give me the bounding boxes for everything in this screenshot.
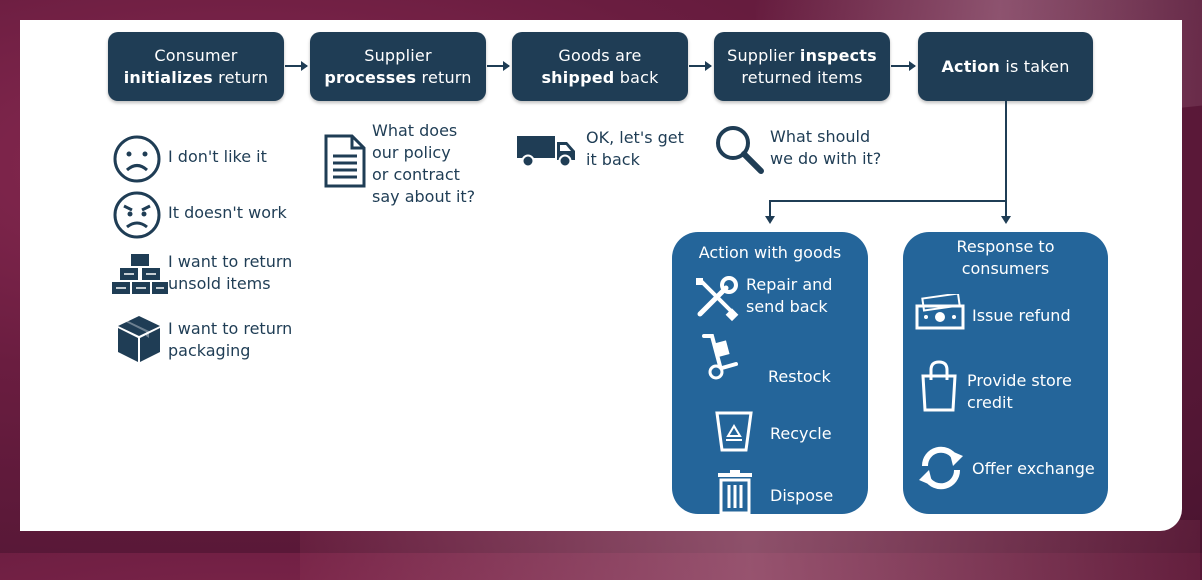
- reason-line: packaging: [168, 341, 251, 360]
- angry-face-icon: [113, 191, 161, 239]
- goods-repair: Repair and send back: [746, 274, 832, 318]
- reason-doesnt-work: It doesn't work: [168, 203, 287, 222]
- flow-arrow: [891, 61, 916, 71]
- document-icon: [324, 134, 366, 188]
- step-label-bold: processes: [324, 67, 417, 87]
- panel-title: Response to consumers: [903, 236, 1108, 280]
- reason-dont-like: I don't like it: [168, 147, 267, 166]
- step-supplier-processes: Supplier processes return: [310, 32, 486, 101]
- policy-line: say about it?: [372, 187, 476, 206]
- stacked-boxes-icon: [112, 254, 168, 294]
- panel-title-line: consumers: [961, 259, 1050, 278]
- goods-recycle: Recycle: [770, 424, 832, 443]
- consumer-issue-refund: Issue refund: [972, 306, 1071, 325]
- truck-icon: [517, 136, 575, 168]
- step-label: returned items: [741, 67, 863, 87]
- step-supplier-inspects: Supplier inspects returned items: [714, 32, 890, 101]
- consumer-line: Provide store: [967, 371, 1072, 390]
- diagram-card: Consumer initializes return Supplier pro…: [20, 20, 1182, 531]
- reason-line: unsold items: [168, 274, 271, 293]
- inspection-question: What should we do with it?: [770, 126, 881, 170]
- step-label: return: [212, 67, 269, 87]
- connector-arrowhead: [1001, 216, 1011, 224]
- consumer-store-credit: Provide store credit: [967, 370, 1072, 414]
- policy-line: or contract: [372, 165, 460, 184]
- hand-truck-icon: [702, 334, 738, 380]
- goods-dispose: Dispose: [770, 486, 834, 505]
- panel-title-line: Response to: [956, 237, 1055, 256]
- reason-unsold-items: I want to return unsold items: [168, 251, 292, 295]
- exchange-icon: [919, 446, 963, 490]
- step-label-bold: Action: [941, 56, 1001, 76]
- shopping-bag-icon: [921, 360, 957, 412]
- step-label: Supplier: [364, 45, 432, 65]
- connector-line: [769, 200, 1007, 202]
- sad-face-icon: [113, 135, 161, 183]
- shipping-line: OK, let's get: [586, 128, 684, 147]
- step-label: back: [614, 67, 659, 87]
- consumer-offer-exchange: Offer exchange: [972, 459, 1095, 478]
- connector-arrowhead: [765, 216, 775, 224]
- policy-line: What does: [372, 121, 458, 140]
- step-action-taken: Action is taken: [918, 32, 1093, 101]
- inspection-line: we do with it?: [770, 149, 882, 168]
- reason-line: I want to return: [168, 252, 293, 271]
- flow-arrow: [689, 61, 712, 71]
- step-label: Supplier: [727, 45, 800, 65]
- inspection-line: What should: [770, 127, 871, 146]
- wrench-screwdriver-icon: [696, 276, 739, 322]
- magnifier-icon: [716, 126, 764, 174]
- consumer-line: credit: [967, 393, 1013, 412]
- step-label-bold: inspects: [799, 45, 877, 65]
- step-consumer-initializes: Consumer initializes return: [108, 32, 284, 101]
- step-goods-shipped: Goods are shipped back: [512, 32, 688, 101]
- recycle-bin-icon: [715, 411, 753, 452]
- trash-can-icon: [718, 470, 752, 514]
- shipping-note: OK, let's get it back: [586, 127, 684, 171]
- goods-line: Repair and: [746, 275, 833, 294]
- flow-arrow: [285, 61, 308, 71]
- goods-action-panel: Action with goods Repair and send back R…: [672, 232, 868, 514]
- policy-question: What does our policy or contract say abo…: [372, 120, 475, 208]
- reason-line: I want to return: [168, 319, 293, 338]
- reason-packaging: I want to return packaging: [168, 318, 292, 362]
- connector-line: [1005, 101, 1007, 217]
- flow-arrow: [487, 61, 510, 71]
- step-label: Consumer: [154, 45, 238, 65]
- step-label: is taken: [1000, 56, 1070, 76]
- step-label-bold: shipped: [541, 67, 615, 87]
- step-label: Goods are: [558, 45, 642, 65]
- step-label: return: [416, 67, 472, 87]
- box-icon: [118, 316, 160, 362]
- cash-icon: [915, 294, 965, 330]
- connector-line: [769, 200, 771, 217]
- consumer-response-panel: Response to consumers Issue refund Provi…: [903, 232, 1108, 514]
- shipping-line: it back: [586, 150, 640, 169]
- goods-restock: Restock: [768, 367, 831, 386]
- step-label-bold: initializes: [123, 67, 213, 87]
- panel-title: Action with goods: [698, 243, 842, 262]
- policy-line: our policy: [372, 143, 451, 162]
- goods-line: send back: [746, 297, 828, 316]
